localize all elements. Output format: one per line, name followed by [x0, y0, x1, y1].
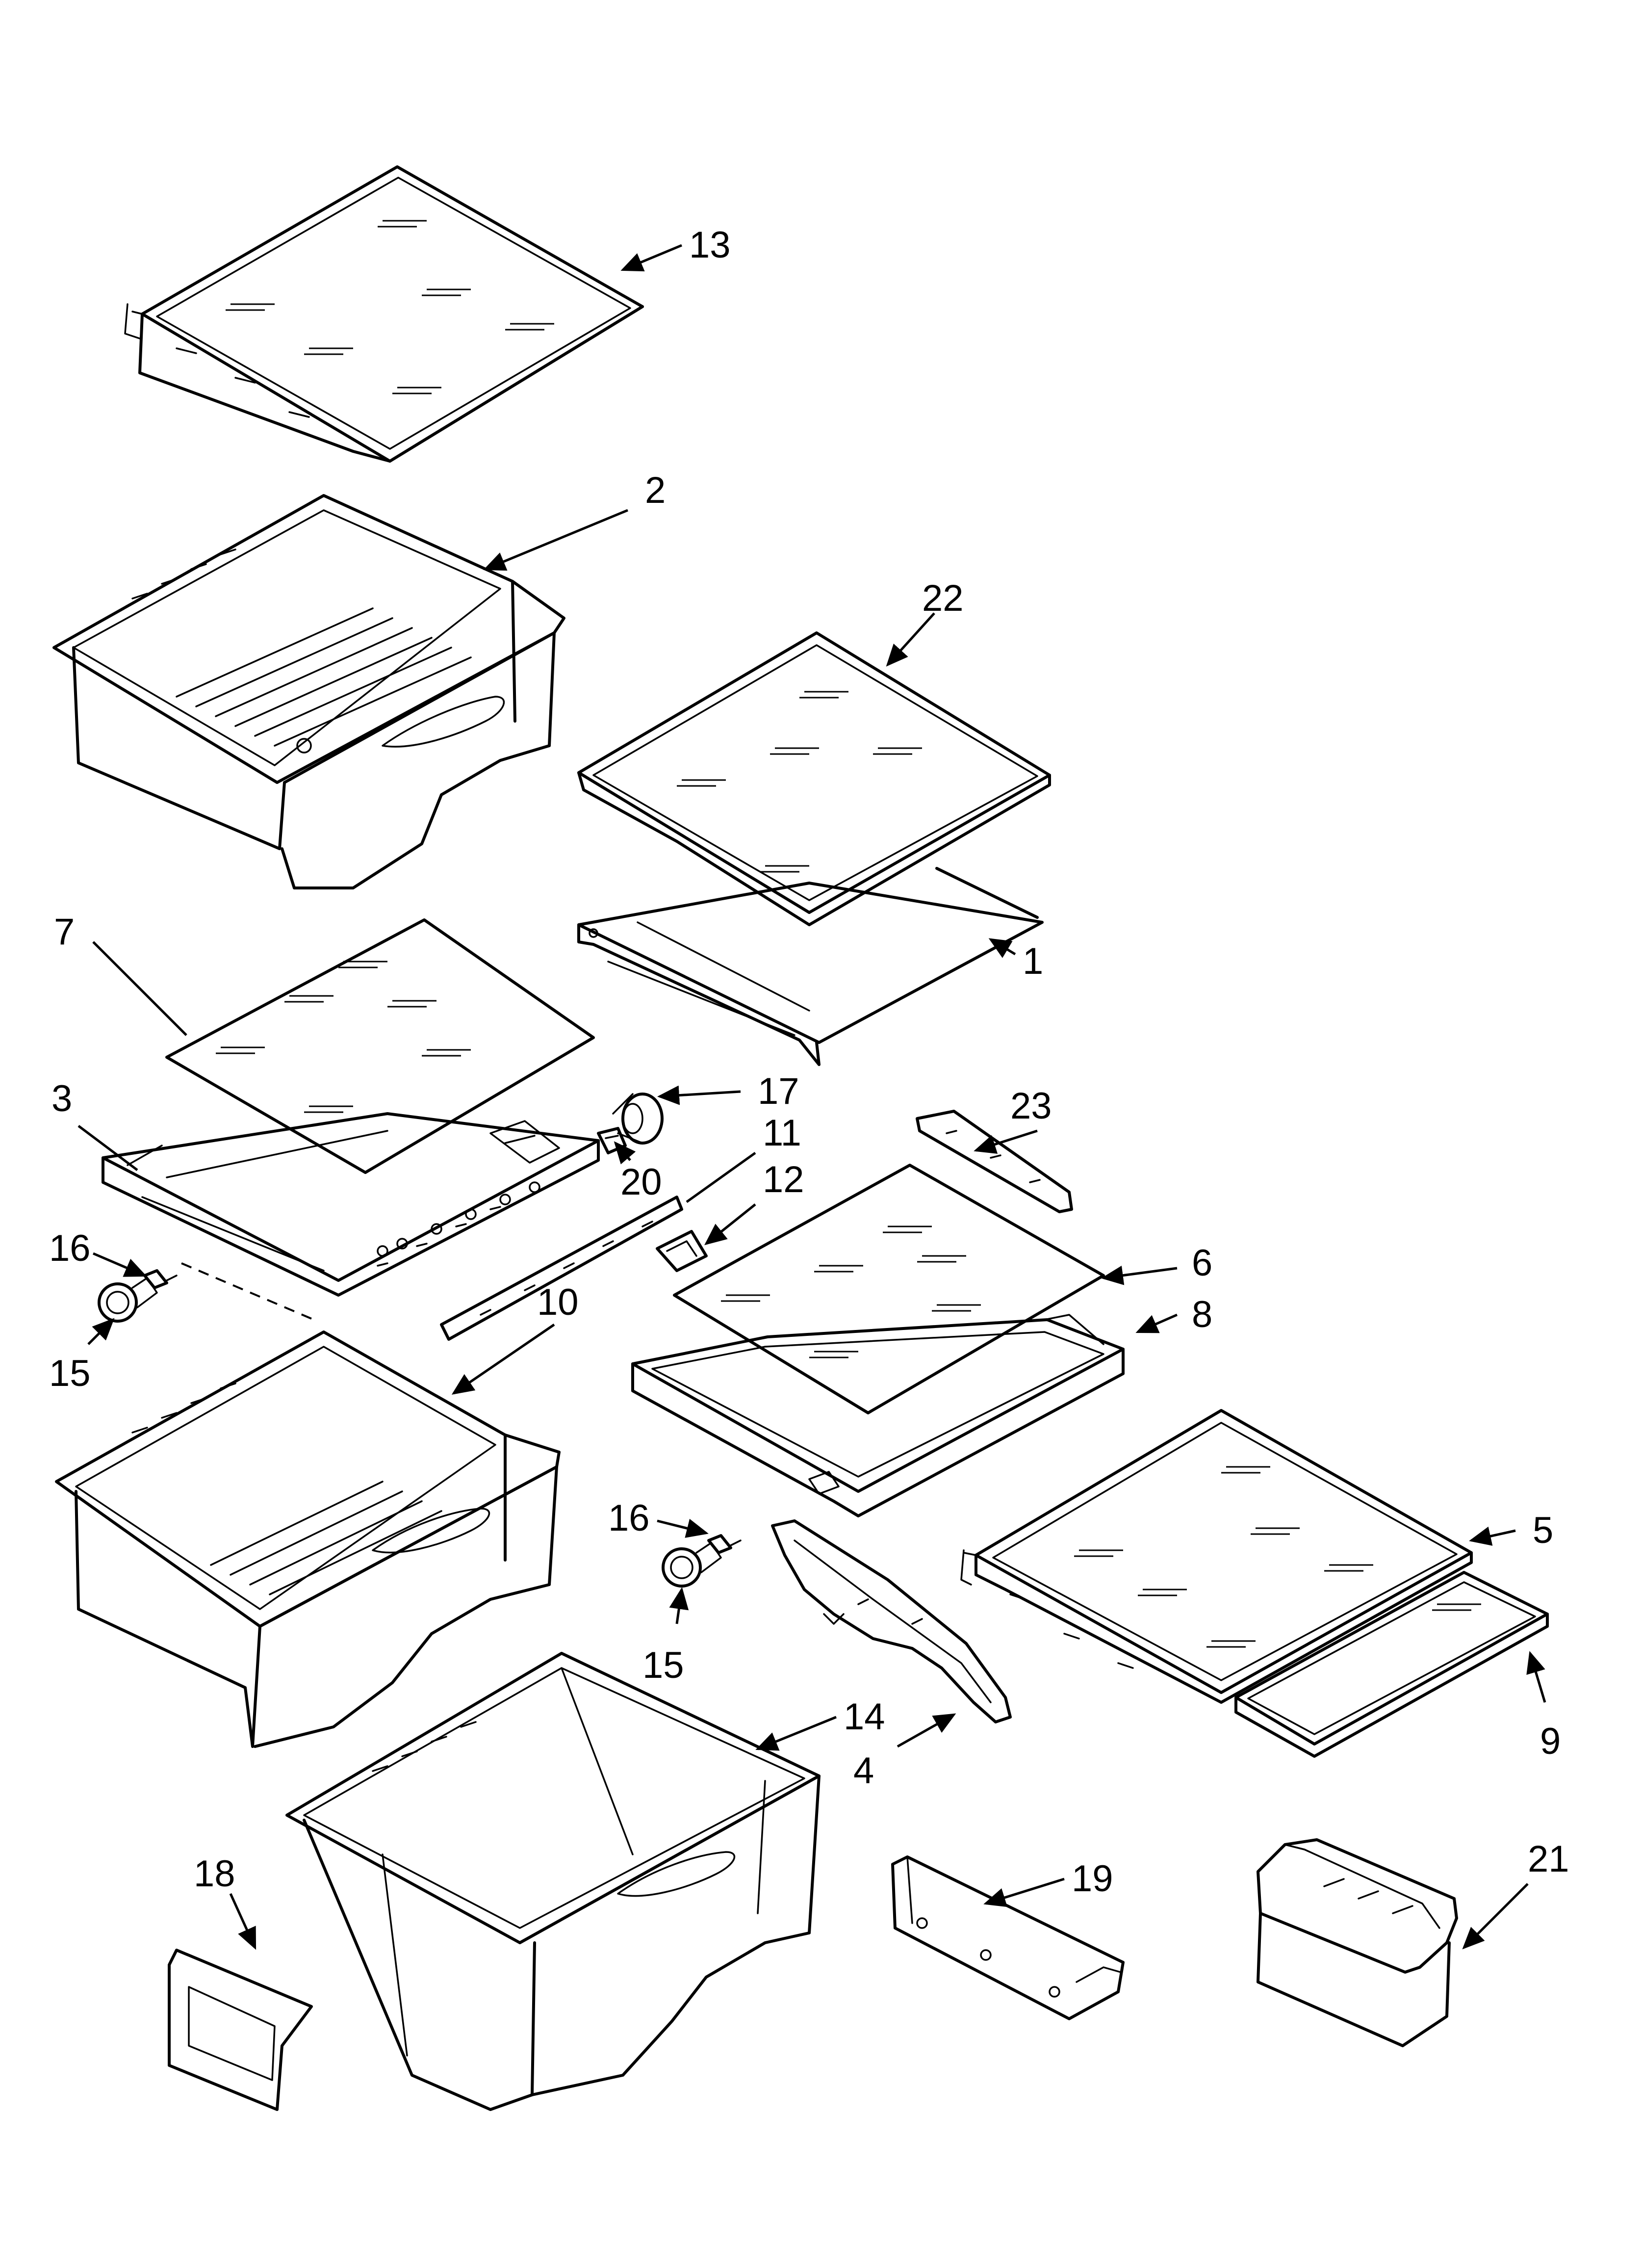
part-4-rail-cover [771, 1519, 1012, 1723]
callout-15a: 15 [49, 1353, 91, 1394]
part-15-roller-middle [662, 1542, 722, 1588]
part-2-crisper-drawer [52, 494, 565, 889]
callout-23: 23 [1010, 1085, 1052, 1127]
part-23-bracket [916, 1110, 1073, 1213]
leader-3 [77, 1125, 138, 1171]
callout-22: 22 [922, 577, 964, 619]
leader-13 [620, 244, 682, 272]
callout-1: 1 [1023, 940, 1043, 982]
part-1-shelf-frame [577, 867, 1044, 1066]
part-6-glass-panel [673, 1164, 1105, 1414]
callout-17: 17 [758, 1070, 799, 1112]
part-17-roller [612, 1093, 664, 1145]
part-8-shelf-frame [631, 1314, 1125, 1517]
part-5-shelf [960, 1409, 1473, 1704]
callout-11: 11 [763, 1112, 801, 1154]
leader-17 [657, 1085, 741, 1105]
leader-19 [983, 1877, 1065, 1907]
part-18-label-holder [168, 1949, 313, 2111]
callout-9: 9 [1540, 1721, 1561, 1762]
leader-16b [657, 1518, 709, 1538]
part-7-glass-panel [165, 918, 595, 1174]
callout-15b: 15 [642, 1644, 684, 1686]
part-3-shelf-frame [102, 1112, 600, 1321]
callout-20: 20 [620, 1161, 662, 1203]
part-12-clip [656, 1230, 708, 1272]
leader-16a [93, 1252, 147, 1277]
callout-10: 10 [537, 1281, 579, 1323]
callout-5: 5 [1533, 1510, 1553, 1551]
callout-21: 21 [1528, 1838, 1569, 1880]
callout-19: 19 [1072, 1858, 1113, 1900]
part-14-deep-drawer [285, 1652, 821, 2111]
part-9-shelf [1234, 1571, 1549, 1758]
leader-14 [755, 1716, 837, 1751]
leader-5 [1469, 1526, 1516, 1546]
callout-12: 12 [763, 1159, 804, 1200]
leader-lines [77, 244, 1546, 1950]
leader-21 [1462, 1883, 1529, 1950]
leader-15b [669, 1587, 689, 1624]
callout-18: 18 [194, 1853, 235, 1895]
leader-4 [897, 1713, 956, 1748]
leader-7 [92, 941, 187, 1036]
callout-labels: 13 2 22 1 7 3 17 20 11 12 23 16 15 10 6 … [49, 224, 1569, 1900]
part-16-screw-middle [707, 1534, 742, 1554]
leader-10 [451, 1323, 555, 1395]
callout-13: 13 [689, 224, 731, 266]
part-22-shelf [577, 631, 1051, 926]
leader-22 [886, 612, 935, 667]
leader-20 [614, 1141, 636, 1165]
callout-7: 7 [54, 911, 75, 953]
part-11-slide-rail [440, 1196, 683, 1341]
callout-4: 4 [853, 1750, 874, 1792]
leader-11 [686, 1151, 756, 1203]
leader-18 [229, 1893, 257, 1950]
callout-2: 2 [645, 469, 666, 511]
callout-16a: 16 [49, 1227, 91, 1269]
leader-23 [974, 1129, 1038, 1154]
leader-9 [1526, 1651, 1546, 1703]
part-15-roller-left [98, 1277, 158, 1323]
leader-1 [988, 938, 1016, 958]
part-21-door-bin [1257, 1838, 1458, 2047]
part-19-door-rail [891, 1855, 1125, 2020]
callout-8: 8 [1192, 1294, 1212, 1335]
part-13-shelf [124, 165, 644, 463]
part-10-crisper-drawer [55, 1330, 561, 1748]
callout-3: 3 [51, 1078, 72, 1120]
leader-2 [483, 509, 628, 571]
leader-6 [1101, 1265, 1178, 1285]
leader-12 [704, 1203, 756, 1246]
callout-14: 14 [844, 1696, 885, 1738]
leader-15a [87, 1318, 115, 1345]
callout-16b: 16 [608, 1497, 650, 1539]
part-16-screw-left [143, 1269, 178, 1289]
callout-6: 6 [1192, 1242, 1212, 1284]
leader-8 [1135, 1313, 1178, 1333]
